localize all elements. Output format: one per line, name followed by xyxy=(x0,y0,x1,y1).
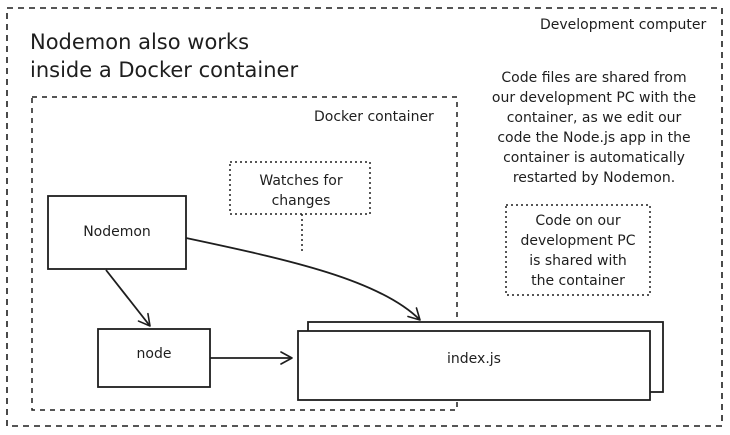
nodemon-label: Nodemon xyxy=(83,224,151,240)
diagram-title-line-1: Nodemon also works xyxy=(30,30,250,54)
development-computer-boundary xyxy=(6,7,723,427)
nodemon-box xyxy=(47,195,187,270)
arrow-nodemon-to-index xyxy=(185,237,421,321)
code-note-text: Code on our development PC is shared wit… xyxy=(506,211,650,291)
watch-note-text: Watches for changes xyxy=(232,171,370,211)
watch-note-line: Watches for xyxy=(259,173,343,189)
code-note-line: the container xyxy=(531,273,625,289)
description-line: restarted by Nodemon. xyxy=(512,170,676,186)
index-js-label: index.js xyxy=(447,351,501,367)
description-text: Code files are shared from our developme… xyxy=(474,68,714,188)
watch-note-line: changes xyxy=(271,193,331,209)
description-line: code the Node.js app in the xyxy=(497,130,691,146)
description-line: Code files are shared from xyxy=(501,70,687,86)
code-note-line: Code on our xyxy=(535,213,621,229)
docker-container-boundary xyxy=(31,96,458,411)
index-box-front xyxy=(297,330,651,401)
description-line: container is automatically xyxy=(503,150,685,166)
code-note-box xyxy=(505,204,651,296)
node-label: node xyxy=(136,346,172,362)
code-note-line: development PC xyxy=(520,233,636,249)
docker-container-label: Docker container xyxy=(314,109,434,125)
code-note-line: is shared with xyxy=(529,253,627,269)
diagram-title-line-2: inside a Docker container xyxy=(30,58,299,82)
description-line: our development PC with the xyxy=(491,90,697,106)
arrow-nodemon-to-node xyxy=(105,269,151,327)
watch-note-box xyxy=(229,161,371,215)
description-line: container, as we edit our xyxy=(506,110,682,126)
development-computer-label: Development computer xyxy=(540,17,707,33)
